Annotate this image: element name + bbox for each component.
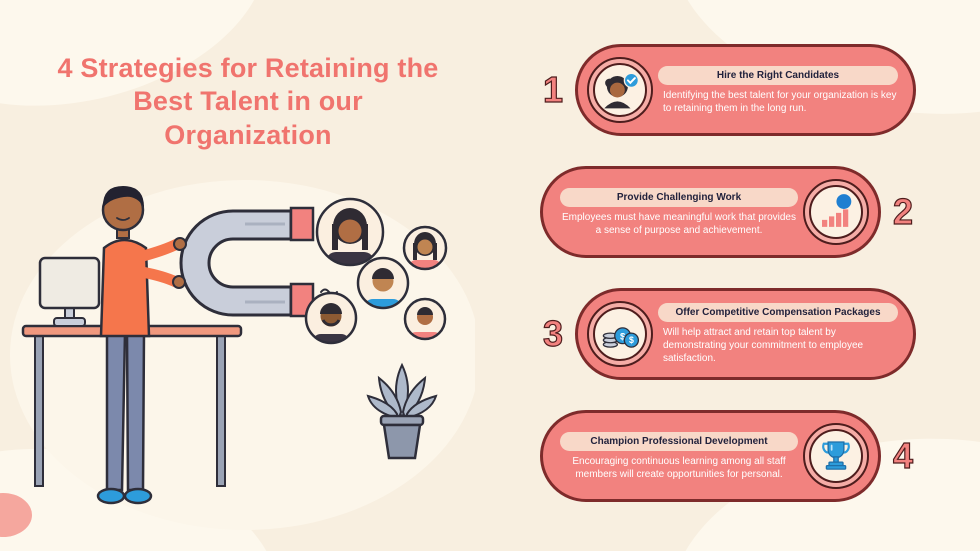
svg-text:$: $ (629, 335, 634, 345)
strategy-2-description: Employees must have meaningful work that… (561, 211, 796, 236)
strategy-card-1: 1 H (540, 44, 916, 136)
avatar-check-icon (587, 57, 653, 123)
strategy-4-description: Encouraging continuous learning among al… (572, 455, 786, 480)
coins-icon: $ $ (587, 301, 653, 367)
strategy-3-title: Offer Competitive Compensation Packages (658, 303, 898, 322)
strategy-2-pill: Provide Challenging Work Employees must … (540, 166, 881, 258)
avatar-check-icon-inner (593, 63, 647, 117)
strategy-3-description: Will help attract and retain top talent … (663, 327, 864, 364)
strategy-list: 1 H (540, 44, 916, 502)
strategy-2-number: 2 (892, 190, 914, 232)
strategy-card-2: Provide Challenging Work Employees must … (540, 166, 916, 258)
strategy-1-title: Hire the Right Candidates (658, 65, 898, 85)
strategy-1-description: Identifying the best talent for your org… (663, 89, 897, 114)
strategy-4-pill: Champion Professional Development Encour… (540, 410, 881, 502)
magnet-illustration-graphic (10, 180, 480, 530)
strategy-4-title: Champion Professional Development (560, 431, 798, 451)
strategy-card-3: 3 $ $ (540, 288, 916, 380)
trophy-icon-inner (809, 429, 863, 483)
talent-magnet-illustration (5, 160, 480, 535)
strategy-3-pill: $ $ Offer Competitive Compensation Packa… (575, 288, 916, 380)
page-title: 4 Strategies for Retaining the Best Tale… (57, 53, 439, 150)
strategy-3-number: 3 (542, 312, 564, 354)
bar-chart-icon (803, 179, 869, 245)
strategy-2-title: Provide Challenging Work (560, 187, 798, 207)
strategy-1-pill: Hire the Right Candidates Identifying th… (575, 44, 916, 136)
trophy-icon (803, 423, 869, 489)
strategy-card-4: Champion Professional Development Encour… (540, 410, 916, 502)
strategy-4-number: 4 (892, 434, 914, 476)
coins-icon-inner: $ $ (593, 307, 647, 361)
strategy-1-number: 1 (542, 68, 564, 110)
svg-text:$: $ (620, 331, 626, 342)
bar-chart-icon-inner (809, 185, 863, 239)
